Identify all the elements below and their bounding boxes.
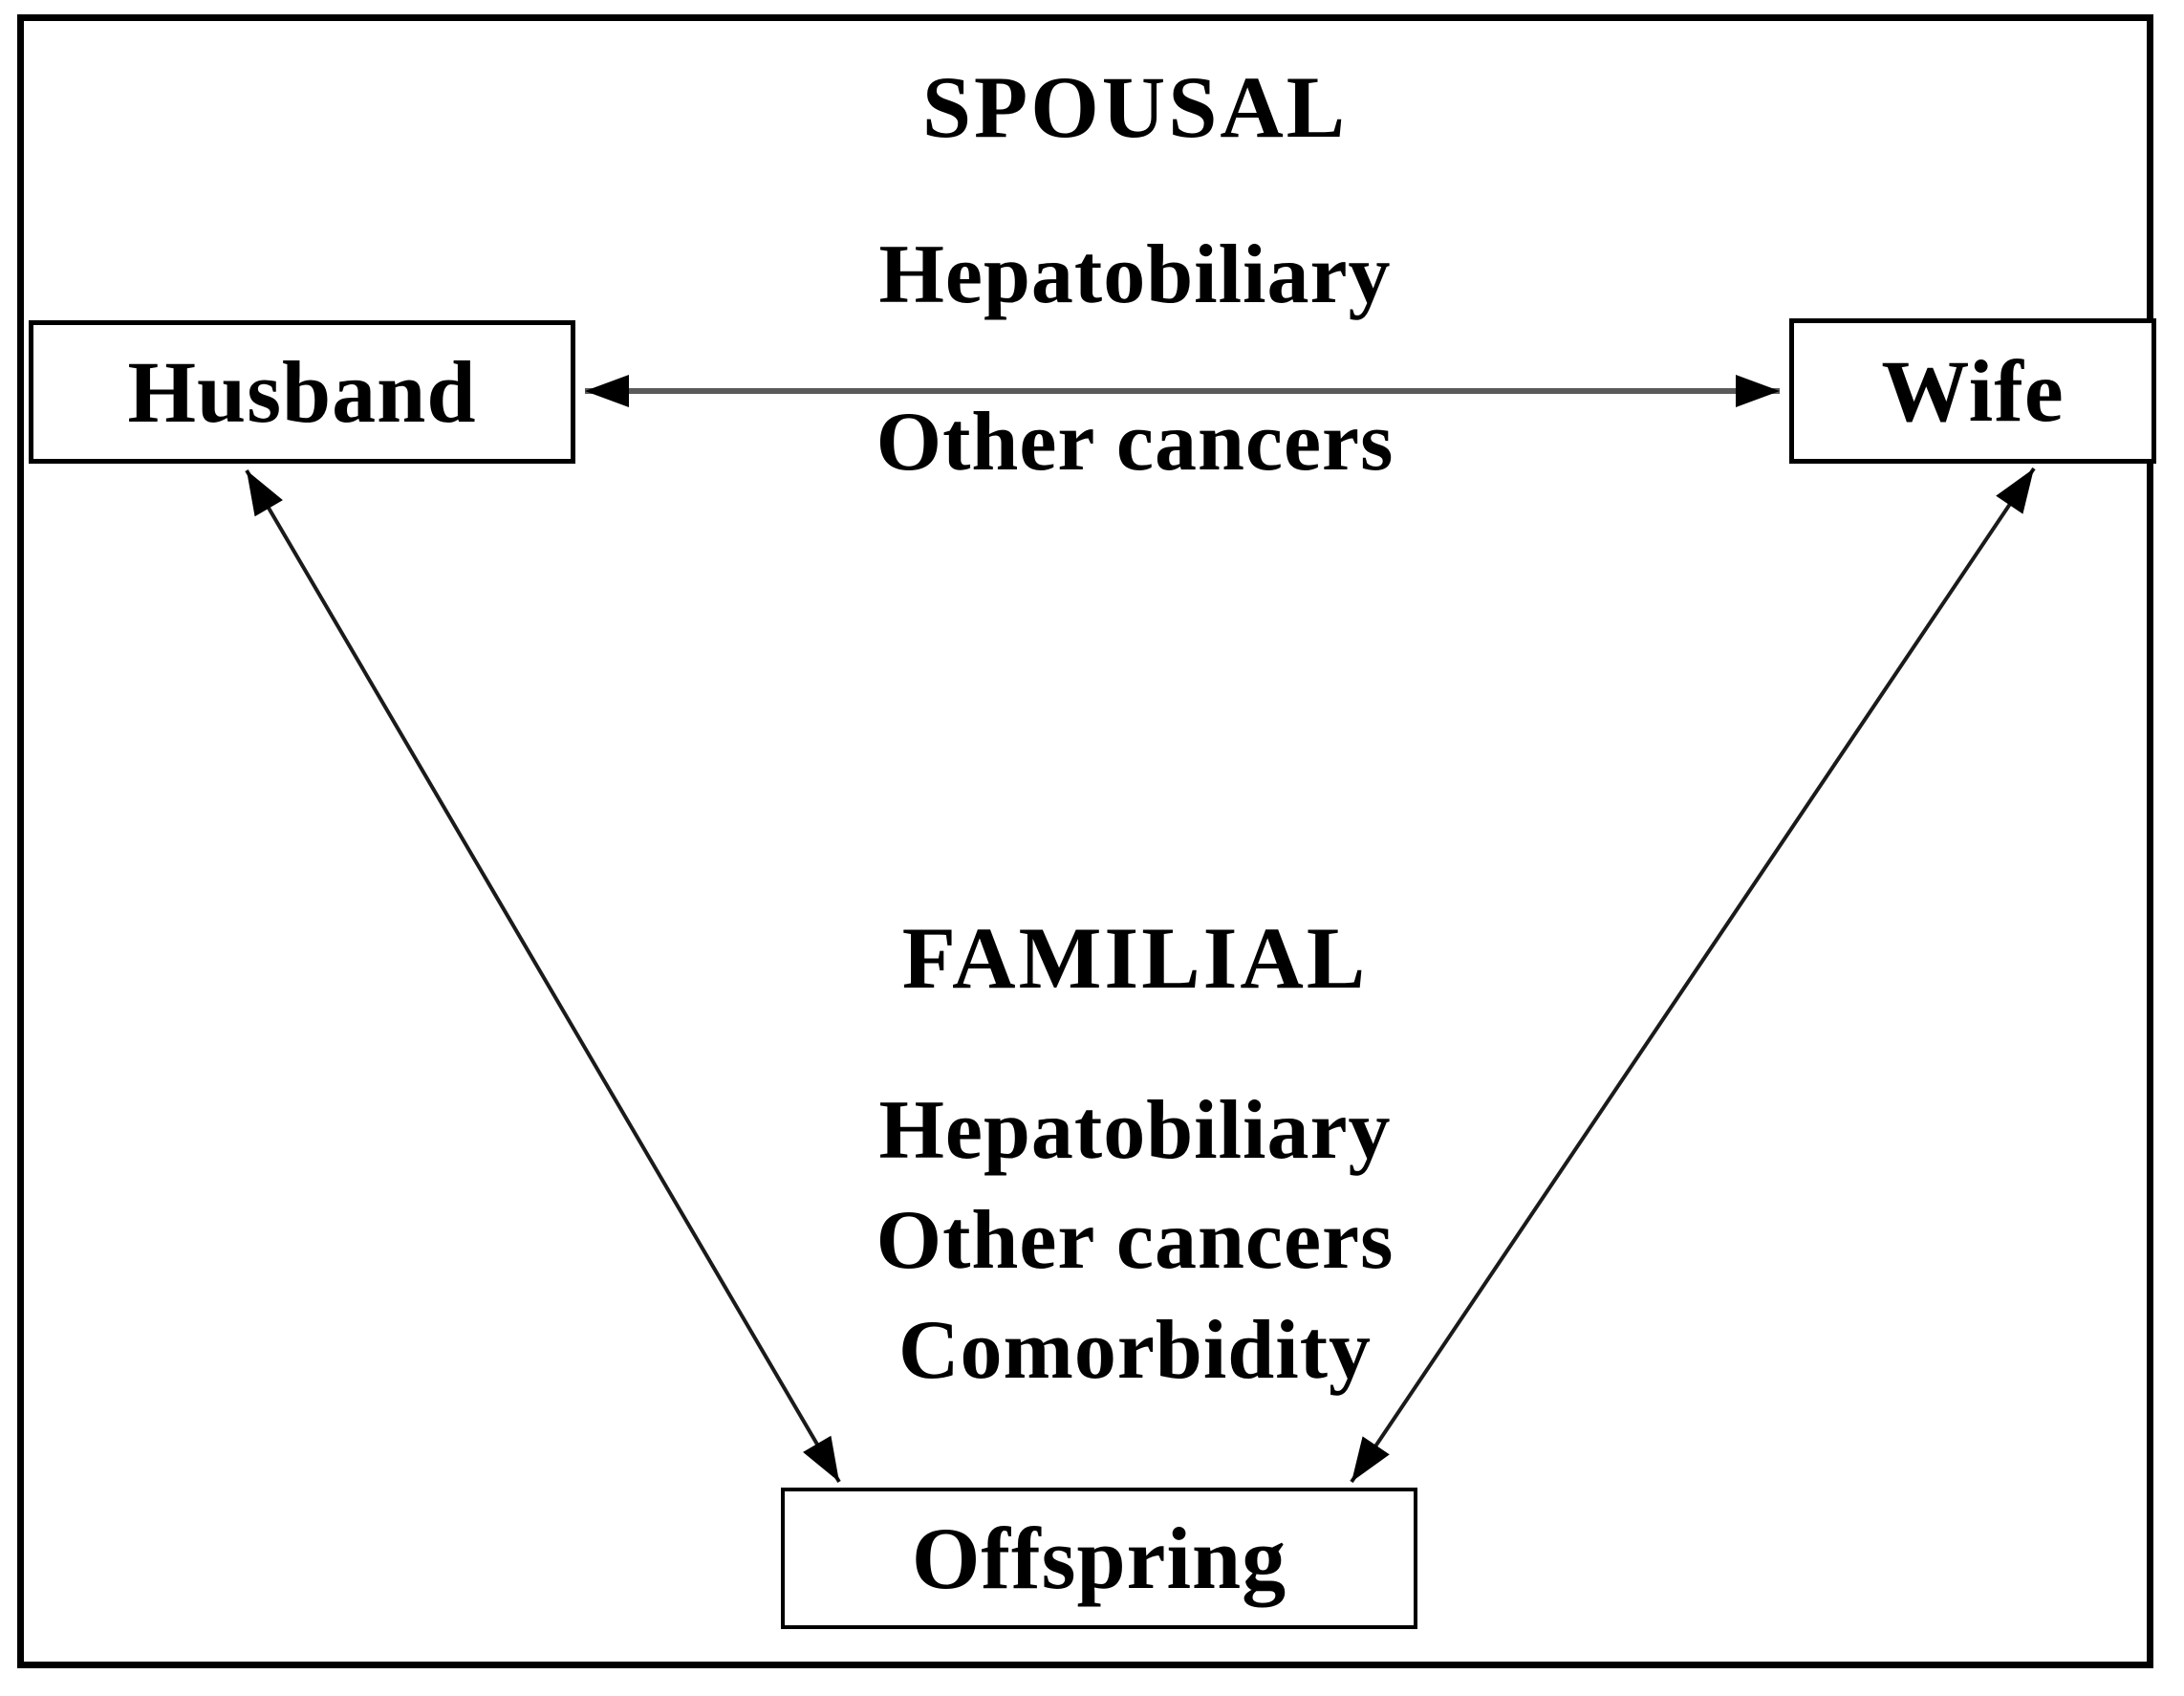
spousal-effect-other-cancers: Other cancers	[876, 396, 1395, 489]
husband-node: Husband	[29, 320, 575, 464]
spousal-header: SPOUSAL	[921, 58, 1349, 156]
familial-header: FAMILIAL	[901, 909, 1369, 1007]
spousal-effect-hepatobiliary: Hepatobiliary	[878, 228, 1392, 321]
familial-effect-other-cancers: Other cancers	[876, 1194, 1395, 1287]
husband-offspring-arrow	[245, 468, 841, 1484]
wife-offspring-arrow	[1350, 467, 2036, 1484]
offspring-node: Offspring	[781, 1488, 1417, 1629]
familial-effect-hepatobiliary: Hepatobiliary	[878, 1084, 1392, 1177]
wife-node: Wife	[1789, 318, 2156, 464]
familial-effect-comorbidity: Comorbidity	[898, 1304, 1372, 1397]
